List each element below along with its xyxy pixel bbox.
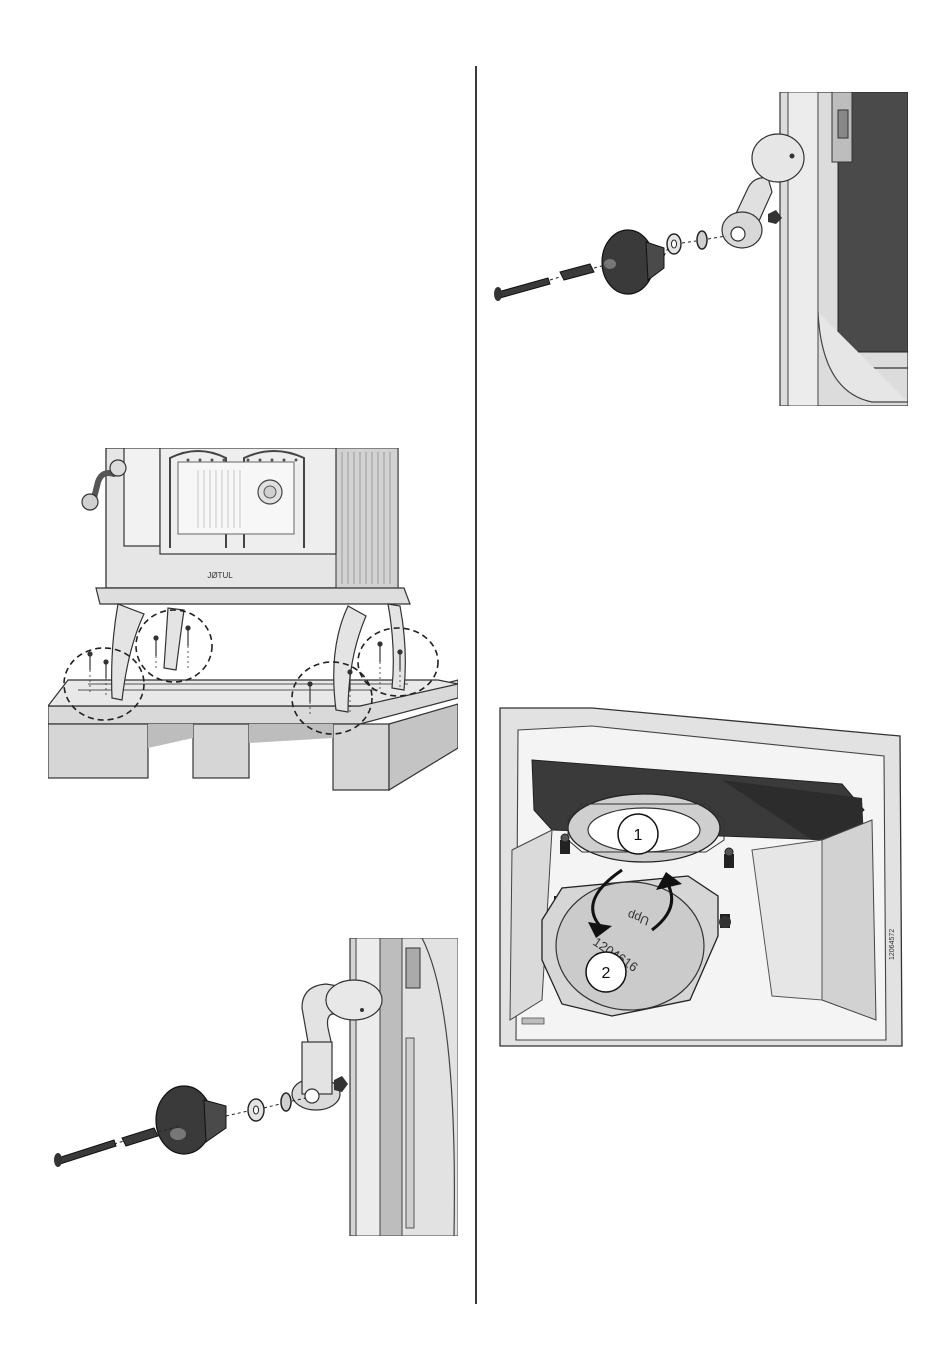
handle-assembly-left-drawing xyxy=(50,938,458,1236)
handle-pivot xyxy=(752,134,804,182)
side-code-label: 12064572 xyxy=(889,929,896,960)
callout-1-label: 1 xyxy=(634,827,643,844)
handle-pivot xyxy=(326,980,382,1020)
handle-assembly-left-figure xyxy=(50,938,458,1236)
callout-2-label: 2 xyxy=(602,965,611,982)
interior-baffle-figure: 1204616 Upp 1 2 12064572 xyxy=(492,700,908,1048)
knob xyxy=(156,1086,212,1154)
pallet-block-left xyxy=(48,724,148,778)
pallet-block-right xyxy=(333,724,389,790)
stove-base xyxy=(96,588,410,604)
interior-baffle-drawing: 1204616 Upp 1 2 12064572 xyxy=(492,700,908,1048)
column-divider xyxy=(475,66,477,1304)
stove-on-pallet-drawing: JØTUL xyxy=(48,448,458,792)
washer-small xyxy=(697,231,707,249)
stove-on-pallet-figure: JØTUL xyxy=(48,448,458,792)
handle-assembly-right-figure xyxy=(492,92,908,406)
brand-logo: JØTUL xyxy=(207,571,233,580)
pallet-block-middle xyxy=(193,724,249,778)
handle-assembly-right-drawing xyxy=(492,92,908,406)
washer-small xyxy=(281,1093,291,1111)
